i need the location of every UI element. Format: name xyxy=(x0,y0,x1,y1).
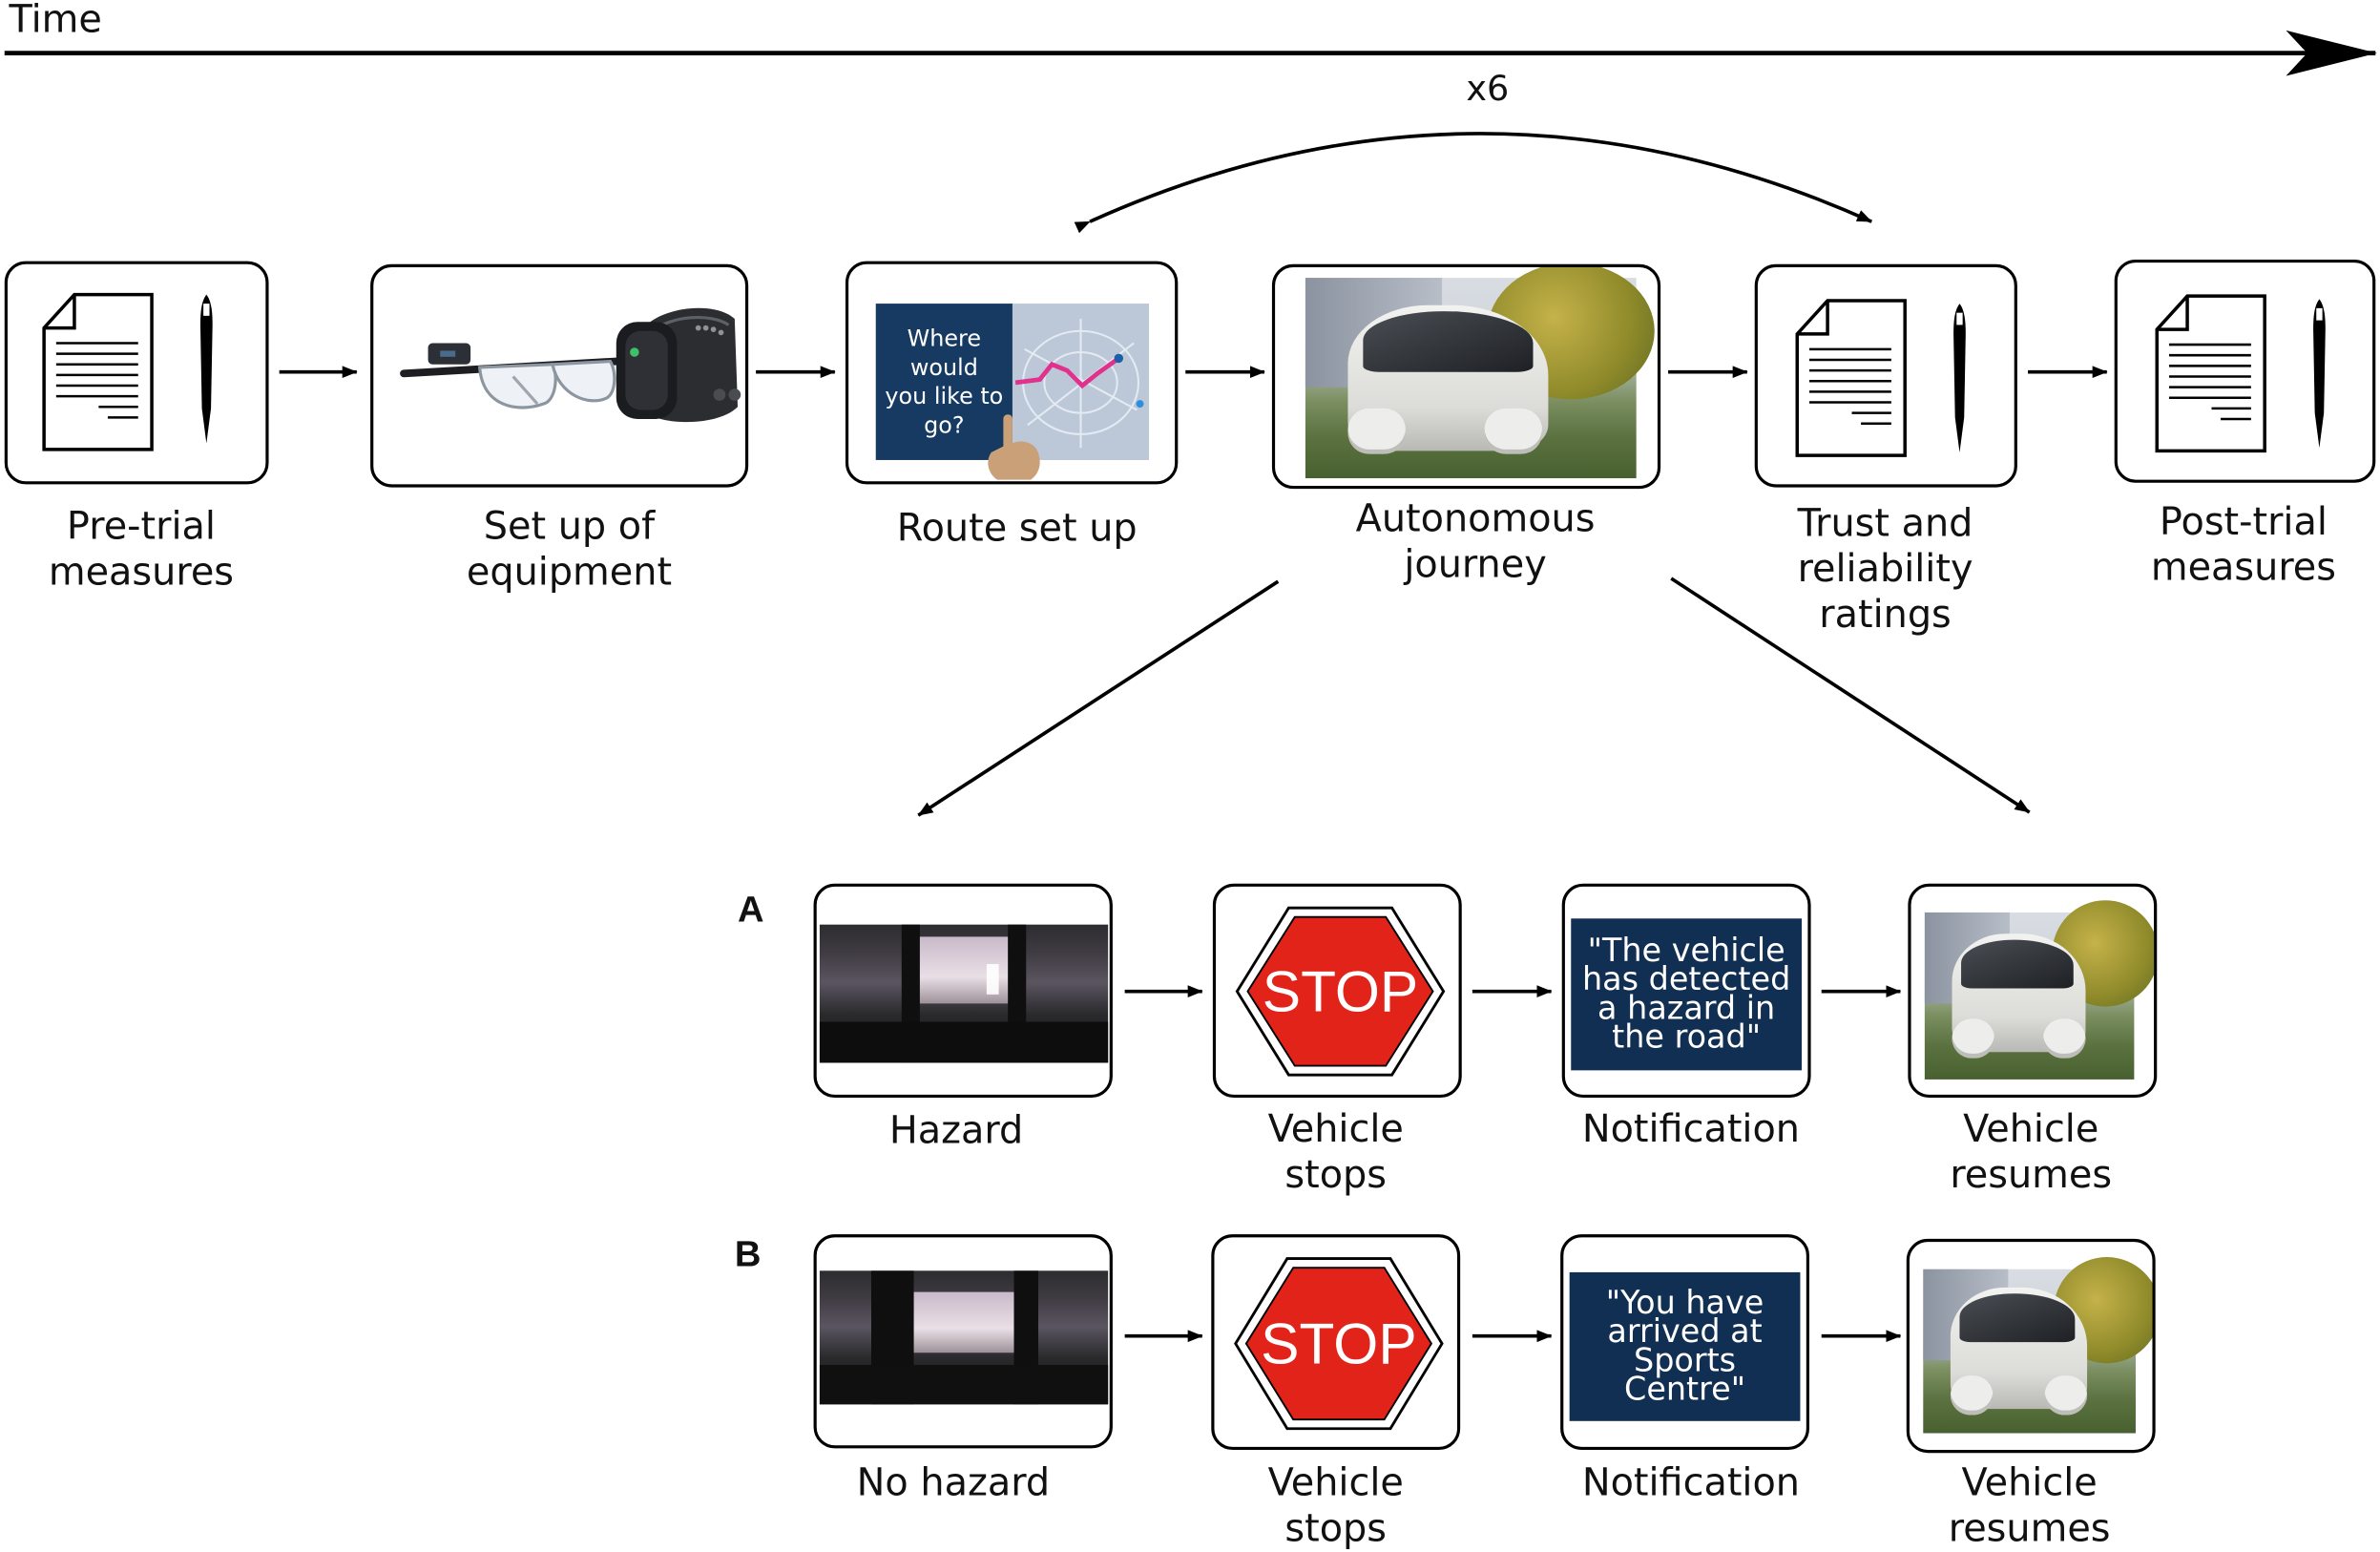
panel-b-resume-box xyxy=(1906,1238,2156,1454)
route-question-text: Where would you like to go? xyxy=(885,325,1003,440)
repeat-count-label: x6 xyxy=(1466,70,1510,110)
stage-label-line: Pre-trial xyxy=(66,504,216,549)
stage-label-line: Route set up xyxy=(896,505,1138,550)
stage-label-trust: Trust and reliability ratings xyxy=(1719,501,2053,638)
panel-b-letter: B xyxy=(734,1234,762,1276)
panel-a-hazard-box xyxy=(813,883,1113,1099)
route-setup-box: Where would you like to go? xyxy=(845,261,1179,485)
notification-line: arrived at xyxy=(1607,1312,1763,1351)
panel-b-label-no-hazard: No hazard xyxy=(802,1460,1105,1506)
stop-sign-icon: STOP xyxy=(1235,906,1446,1077)
post-trial-measures-box xyxy=(2114,259,2376,483)
route-question-line-3: you like to xyxy=(885,382,1004,409)
autonomous-pod-photo xyxy=(1305,266,1655,479)
panel-b-stop-box: STOP xyxy=(1211,1234,1461,1451)
route-touchscreen: Where would you like to go? xyxy=(875,304,1150,480)
route-map xyxy=(1012,304,1150,460)
notification-line: "The vehicle xyxy=(1587,932,1785,969)
no-hazard-camera-view xyxy=(819,1270,1109,1405)
notification-line: has detected xyxy=(1582,960,1791,998)
stage-label-line: measures xyxy=(48,549,235,594)
notification-screen: "You have arrived at Sports Centre" xyxy=(1569,1271,1801,1421)
branch-arrow-right xyxy=(1670,577,2031,814)
stage-label-line: measures xyxy=(2150,545,2336,590)
stage-label-equipment: Set up of equipment xyxy=(403,504,737,595)
notification-line: a hazard in xyxy=(1597,990,1776,1027)
step-label-line: Vehicle xyxy=(1267,1460,1404,1505)
stage-label-route: Route set up xyxy=(850,506,1184,552)
stage-label-line: journey xyxy=(1404,541,1547,586)
stage-label-line: reliability xyxy=(1797,546,1973,591)
panel-b-label-resumes: Vehicle resumes xyxy=(1878,1460,2182,1551)
equipment-setup-box xyxy=(370,263,749,488)
panel-a-label-hazard: Hazard xyxy=(804,1108,1108,1154)
pre-trial-measures-box xyxy=(4,261,269,485)
autonomous-journey-box xyxy=(1271,263,1661,490)
pointing-hand-icon xyxy=(988,414,1040,480)
document-and-pen-icon xyxy=(42,292,213,451)
route-question-line-2: would xyxy=(909,352,978,381)
stage-label-pre-trial: Pre-trial measures xyxy=(5,504,278,595)
step-label-line: resumes xyxy=(1950,1152,2113,1197)
panel-b-label-notification: Notification xyxy=(1524,1460,1858,1506)
step-label-line: stops xyxy=(1284,1505,1388,1551)
trust-ratings-box xyxy=(1754,263,2017,488)
notification-screen: "The vehicle has detected a hazard in th… xyxy=(1571,918,1803,1071)
eye-tracking-glasses-and-wristband-icon xyxy=(400,307,741,423)
stop-sign-text: STOP xyxy=(1263,958,1418,1023)
notification-line: "You have xyxy=(1605,1284,1764,1321)
stage-label-post-trial: Post-trial measures xyxy=(2092,499,2380,590)
step-label-line: No hazard xyxy=(856,1460,1051,1505)
panel-a-resume-box xyxy=(1908,883,2158,1099)
step-label-line: Notification xyxy=(1581,1460,1801,1505)
step-label-line: resumes xyxy=(1948,1505,2111,1551)
panel-a-label-stops: Vehicle stops xyxy=(1184,1107,1488,1198)
step-label-line: stops xyxy=(1284,1152,1388,1197)
stop-sign-icon: STOP xyxy=(1234,1257,1444,1431)
step-label-line: Vehicle xyxy=(1961,1460,2098,1505)
notification-line: Sports Centre" xyxy=(1624,1342,1746,1408)
step-label-line: Vehicle xyxy=(1267,1106,1404,1151)
panel-a-notification-box: "The vehicle has detected a hazard in th… xyxy=(1561,883,1811,1099)
step-label-line: Notification xyxy=(1581,1106,1801,1151)
stop-sign-text: STOP xyxy=(1261,1311,1416,1375)
panel-b-no-hazard-box xyxy=(813,1234,1113,1449)
notification-line: the road" xyxy=(1612,1018,1762,1056)
autonomous-pod-photo xyxy=(1923,1257,2153,1434)
autonomous-pod-photo xyxy=(1924,900,2155,1080)
route-question-line-1: Where xyxy=(907,324,982,352)
stage-label-line: ratings xyxy=(1819,592,1952,637)
route-question-line-4: go? xyxy=(924,410,965,438)
repeat-arc-arrow xyxy=(1074,132,1872,234)
panel-a-label-notification: Notification xyxy=(1524,1107,1858,1153)
time-axis-label: Time xyxy=(9,0,102,41)
step-label-line: Hazard xyxy=(888,1108,1024,1153)
hazard-camera-view xyxy=(819,924,1109,1063)
stage-label-journey: Autonomous journey xyxy=(1308,496,1642,587)
stage-label-line: Post-trial xyxy=(2159,499,2328,544)
route-question-panel: Where would you like to go? xyxy=(875,304,1013,460)
stage-label-line: Set up of xyxy=(483,504,656,549)
branch-arrow-left xyxy=(917,579,1280,817)
stage-label-line: Autonomous xyxy=(1355,496,1596,541)
panel-b-notification-box: "You have arrived at Sports Centre" xyxy=(1560,1234,1809,1451)
panel-a-letter: A xyxy=(738,890,764,932)
stage-label-line: Trust and xyxy=(1797,500,1973,546)
panel-a-stop-box: STOP xyxy=(1212,883,1462,1099)
step-label-line: Vehicle xyxy=(1963,1106,2099,1151)
panel-b-label-stops: Vehicle stops xyxy=(1184,1460,1488,1551)
document-and-pen-icon xyxy=(2155,294,2326,453)
panel-a-label-resumes: Vehicle resumes xyxy=(1879,1107,2182,1198)
document-and-pen-icon xyxy=(1795,299,1966,457)
stage-label-line: equipment xyxy=(466,549,673,594)
